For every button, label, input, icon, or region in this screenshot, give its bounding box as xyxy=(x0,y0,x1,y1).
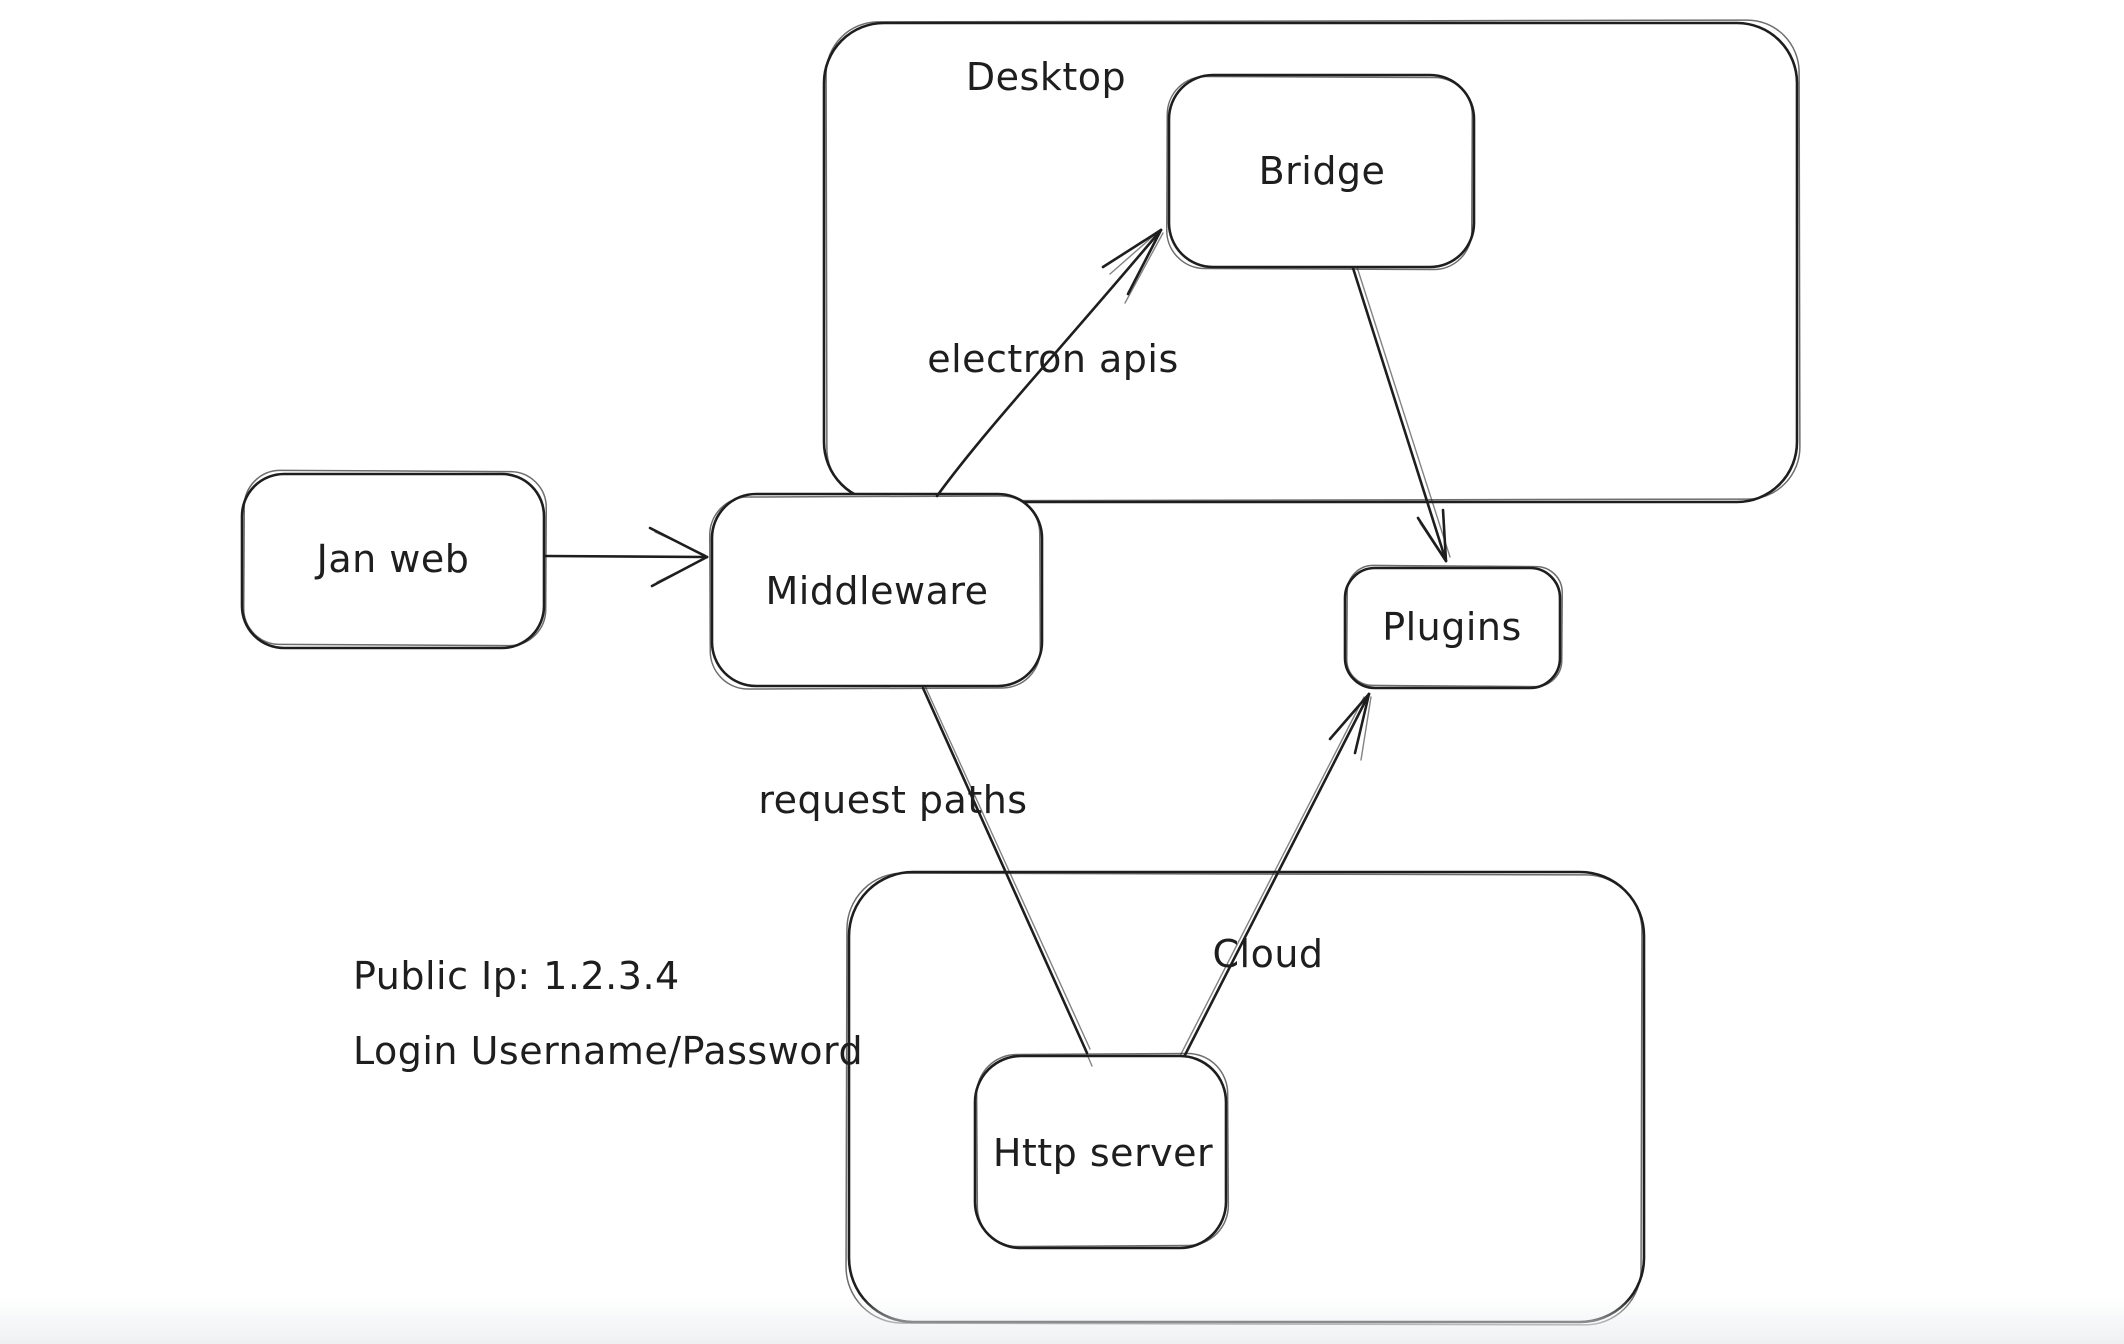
jan-web-box[interactable] xyxy=(240,469,548,650)
electron-apis-edge-label[interactable]: electron apis xyxy=(927,337,1179,382)
edge-bridge-to-plugins[interactable] xyxy=(1351,266,1451,563)
jan-web-label[interactable]: Jan web xyxy=(316,537,470,582)
edge-janweb-to-middleware[interactable] xyxy=(543,526,709,588)
bridge-label[interactable]: Bridge xyxy=(1258,149,1386,194)
http-server-box[interactable] xyxy=(973,1052,1230,1250)
desktop-container-label[interactable]: Desktop xyxy=(965,55,1127,100)
edge-middleware-to-httpserver[interactable] xyxy=(921,685,1093,1067)
cloud-container-label[interactable]: Cloud xyxy=(1212,932,1324,977)
edge-httpserver-to-plugins[interactable] xyxy=(1179,692,1372,1057)
annotation-login[interactable]: Login Username/Password xyxy=(353,1029,864,1074)
bridge-box[interactable] xyxy=(1165,73,1476,271)
request-paths-edge-label[interactable]: request paths xyxy=(758,778,1028,823)
plugins-box[interactable] xyxy=(1343,564,1563,690)
middleware-box[interactable] xyxy=(708,492,1044,690)
middleware-label[interactable]: Middleware xyxy=(765,569,989,614)
annotation-public-ip[interactable]: Public Ip: 1.2.3.4 xyxy=(353,954,680,999)
http-server-label[interactable]: Http server xyxy=(992,1131,1214,1176)
plugins-label[interactable]: Plugins xyxy=(1382,605,1522,650)
edge-middleware-to-bridge[interactable] xyxy=(935,228,1164,498)
